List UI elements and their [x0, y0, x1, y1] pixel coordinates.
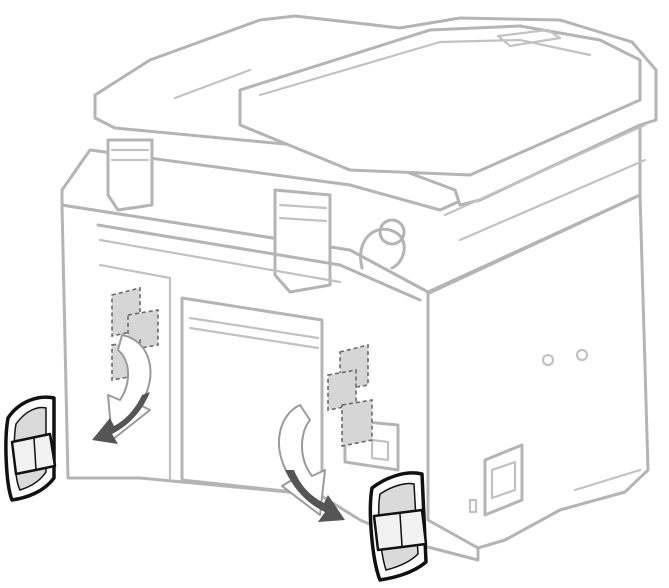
hinge-left-detail [110, 148, 150, 162]
power-inlet [483, 443, 524, 517]
side-screw-1 [541, 353, 555, 367]
side-seam-top [443, 123, 647, 217]
cable-loop [359, 227, 406, 270]
feeder-slot [496, 28, 562, 48]
arrow-right-outline [277, 404, 326, 516]
printer-top-deck [60, 118, 642, 294]
arrow-left-head [92, 392, 150, 444]
rear-ledge-lower [98, 238, 342, 284]
power-inlet-socket [490, 460, 517, 500]
left-recess-line [98, 263, 172, 482]
removed-tape-left [4, 395, 57, 502]
removal-arrow-icon [92, 334, 345, 522]
cable-port [378, 218, 406, 246]
hinge-center-detail [278, 203, 328, 223]
printer-outline-icon [60, 14, 658, 562]
rear-ledge-line [96, 223, 422, 302]
side-screw-2 [575, 348, 589, 362]
tape-location-right [327, 343, 373, 447]
base-edge [573, 468, 642, 492]
hinge-center [273, 188, 332, 294]
feeder-edge-line [258, 38, 592, 97]
rear-door-slots [188, 316, 320, 350]
connector-panel [343, 418, 400, 472]
lid-crease-line [173, 68, 252, 100]
hinge-left [106, 138, 154, 212]
document-feeder [238, 24, 642, 177]
side-seam-mid [458, 158, 647, 242]
foot-left [468, 498, 478, 514]
arrow-right-head [285, 470, 345, 522]
arrow-left-outline [107, 334, 152, 441]
removed-tape-right [368, 471, 428, 582]
usb-port-icon [370, 438, 390, 462]
protective-tape-icon [4, 395, 428, 582]
